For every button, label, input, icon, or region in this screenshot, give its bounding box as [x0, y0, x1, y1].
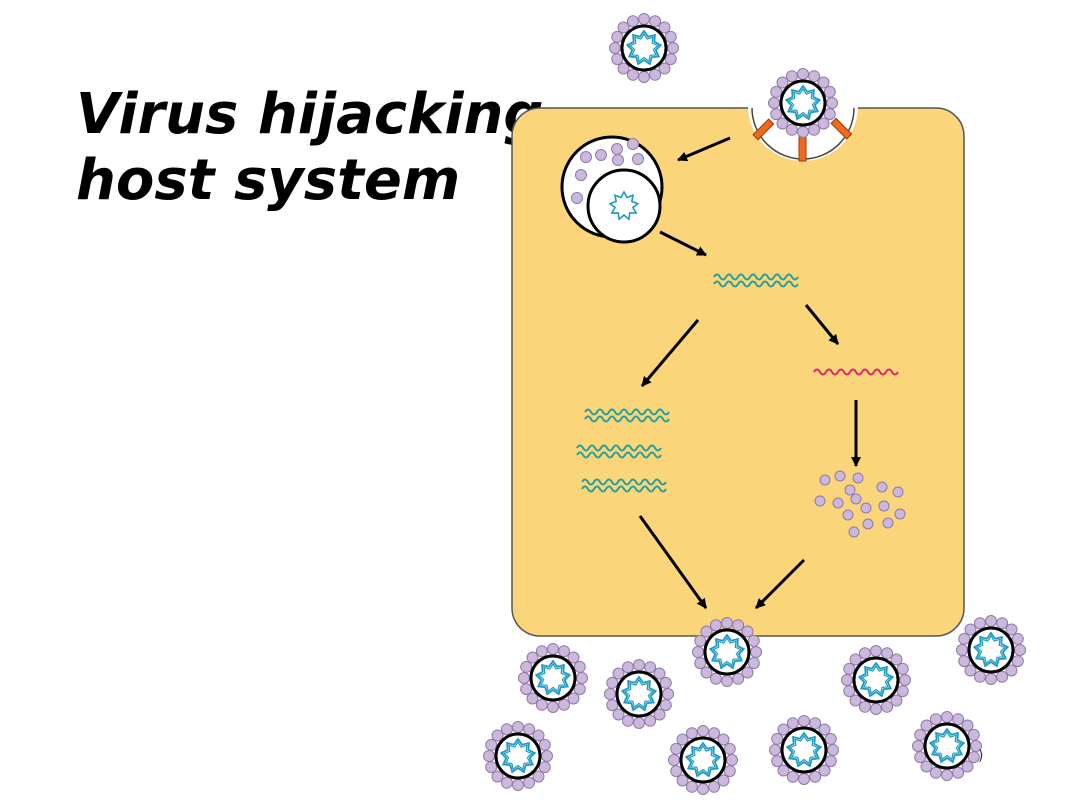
- receptor: [830, 117, 853, 140]
- receptor: [798, 136, 807, 162]
- endosome: [560, 135, 664, 244]
- replicated-genome: [576, 444, 662, 459]
- viral-genome-released: [713, 273, 799, 288]
- capsid-proteins: [571, 138, 644, 204]
- arrow-assembly-genomes: [638, 515, 708, 609]
- virion: [912, 711, 982, 781]
- virion: [768, 68, 838, 138]
- virion: [609, 13, 679, 83]
- slide-title: Virus hijacking host system: [76, 82, 544, 214]
- virion: [956, 615, 1026, 685]
- arrow-release-genome: [659, 230, 707, 257]
- replicated-genome: [584, 408, 670, 423]
- arrow-assembly-proteins: [754, 558, 806, 610]
- virion: [604, 659, 674, 729]
- arrow-replication: [640, 319, 700, 387]
- virion: [483, 721, 553, 791]
- viral-proteins: [814, 470, 906, 538]
- virion: [518, 643, 588, 713]
- viral-mrna: [813, 368, 899, 376]
- uncoating-virus: [586, 168, 662, 244]
- receptor: [752, 118, 775, 141]
- virion: [668, 725, 738, 795]
- arrows: [638, 136, 861, 610]
- replicated-genome: [581, 478, 667, 493]
- virion: [692, 617, 762, 687]
- title-line-2: host system: [76, 148, 461, 213]
- arrow-entry: [677, 136, 731, 162]
- arrow-transcription: [804, 304, 840, 345]
- corner-glyph: ): [978, 748, 984, 764]
- virion: [769, 715, 839, 785]
- virion: [841, 645, 911, 715]
- viral-genome: [608, 190, 640, 221]
- title-line-1: Virus hijacking: [76, 82, 544, 147]
